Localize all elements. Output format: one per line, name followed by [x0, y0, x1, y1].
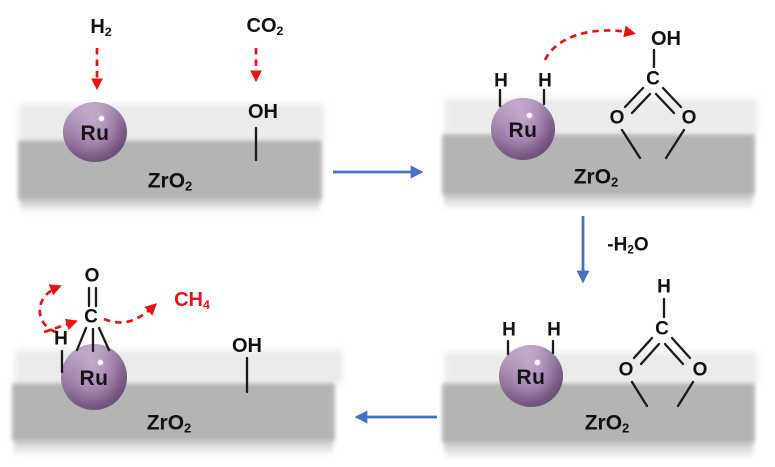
zro2-slab-shadow-3 — [444, 442, 753, 459]
c-o-double-bond — [639, 342, 661, 366]
c-o-double-bond — [623, 86, 645, 109]
oxygen-atom-label: O — [618, 359, 634, 381]
co2-molecule-label: CO2 — [246, 15, 284, 38]
c-o-double-bond — [670, 336, 692, 360]
zro2-slab-shadow-1 — [20, 199, 320, 213]
ru-label: Ru — [508, 118, 538, 142]
ru-particle-1: Ru — [63, 102, 127, 162]
o-surface-bond — [620, 128, 642, 160]
c-o-double-bond — [661, 86, 683, 109]
h-spillover-arrow — [543, 25, 637, 61]
specular-highlight-dot — [98, 116, 104, 122]
o-surface-bond — [664, 128, 686, 160]
oxygen-atom-label: O — [84, 265, 100, 287]
carbon-atom-label: C — [646, 68, 660, 90]
c-o-double-bond — [654, 92, 676, 115]
ru-label: Ru — [80, 121, 110, 145]
h-to-c-arrow — [43, 318, 78, 334]
formate-h-label: H — [657, 276, 671, 298]
zro2-support-label-2: ZrO2 — [573, 165, 619, 190]
h-atom-label: H — [547, 319, 561, 341]
hydroxyl-label-4: OH — [232, 335, 262, 357]
c-o-double-bond — [632, 336, 654, 360]
h-to-o-arrow — [38, 284, 62, 334]
minus-h2o-label: -H2O — [607, 234, 649, 257]
c-ru-bond — [75, 326, 88, 352]
ru-particle-4: Ru — [61, 344, 127, 410]
specular-highlight-dot — [534, 359, 540, 365]
ch4-formation-arrow — [103, 303, 158, 324]
ru-particle-3: Ru — [499, 345, 563, 407]
zro2-support-label-1: ZrO2 — [147, 169, 193, 194]
carbon-atom-label: C — [84, 306, 98, 328]
c-o-double-bond — [663, 342, 685, 366]
c-ru-bond — [97, 326, 111, 352]
specular-highlight-dot — [526, 112, 532, 118]
zro2-slab-shadow-2 — [444, 194, 753, 210]
o-surface-bond — [676, 380, 695, 408]
carbon-atom-label: C — [655, 318, 669, 340]
h2-molecule-label: H2 — [90, 16, 112, 39]
zro2-support-label-4: ZrO2 — [146, 411, 192, 436]
zro2-surface-band-3 — [445, 352, 758, 383]
oxygen-atom-label: O — [609, 107, 625, 129]
zro2-slab-shadow-4 — [14, 440, 333, 456]
hydroxyl-label-2: OH — [651, 28, 681, 50]
o-surface-bond — [630, 380, 649, 408]
h-atom-label: H — [54, 328, 68, 350]
hydroxyl-label-1: OH — [248, 101, 278, 123]
h-atom-label: H — [494, 70, 508, 92]
h-atom-label: H — [502, 319, 516, 341]
ru-particle-2: Ru — [491, 98, 555, 160]
zro2-slab-3 — [442, 383, 755, 443]
h-atom-label: H — [538, 70, 552, 92]
c-o-double-bond — [630, 92, 652, 115]
zro2-support-label-3: ZrO2 — [584, 411, 630, 436]
specular-highlight-dot — [97, 359, 103, 365]
oxygen-atom-label: O — [692, 359, 708, 381]
ru-label: Ru — [516, 365, 546, 389]
ch4-product-label: CH4 — [174, 289, 210, 312]
ru-label: Ru — [79, 366, 109, 390]
oxygen-atom-label: O — [681, 107, 697, 129]
